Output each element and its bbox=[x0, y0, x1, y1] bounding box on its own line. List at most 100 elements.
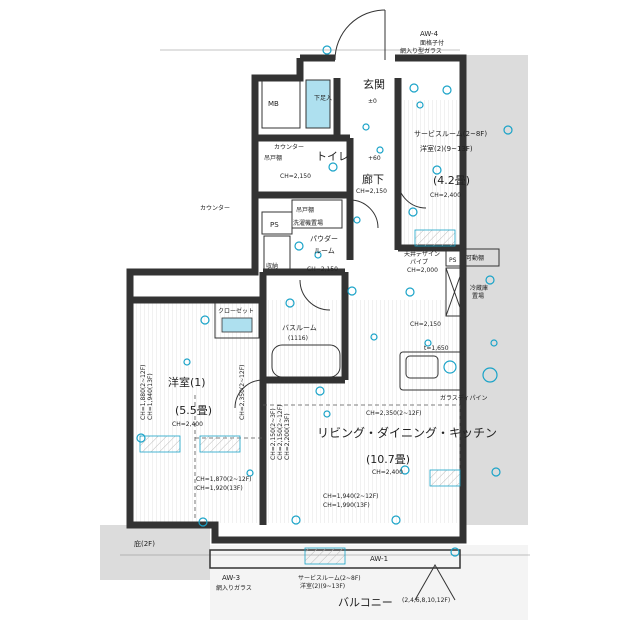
interior-lines bbox=[120, 49, 530, 601]
ldk-label: リビング・ダイニング・キッチン bbox=[317, 425, 497, 440]
ldk-tatami: (10.7畳) bbox=[366, 453, 410, 466]
aw4-window bbox=[397, 54, 461, 62]
gas-pipe-label: ガラスディパイン bbox=[440, 394, 487, 402]
movable-shelf-box bbox=[462, 248, 500, 267]
powder-ch: CH=2,150 bbox=[307, 266, 338, 273]
counter-top-label: カウンター bbox=[274, 143, 304, 151]
balcony-label: バルコニー bbox=[338, 596, 393, 609]
ps-left-label: PS bbox=[270, 221, 279, 229]
light-icon bbox=[376, 146, 384, 154]
genkan-label: 玄関 bbox=[363, 77, 385, 91]
mid-vert1: CH=2,150(2~3F) bbox=[270, 408, 277, 460]
stove-icon bbox=[443, 360, 457, 374]
closet-box bbox=[214, 302, 260, 339]
laundry-box bbox=[291, 199, 343, 229]
aw1-label: AW-1 bbox=[370, 555, 388, 563]
ldk-ch-top: CH=2,150 bbox=[410, 321, 441, 328]
mb-box bbox=[261, 77, 301, 129]
wall-left-upper bbox=[126, 58, 304, 300]
aw4-label: AW-4 bbox=[420, 30, 439, 38]
youshitsu1-ch: CH=2,400 bbox=[172, 421, 203, 428]
outlet-icon bbox=[491, 467, 501, 477]
closet-label: クローゼット bbox=[218, 307, 254, 315]
mid-vert2: CH=2,150(2~12F) bbox=[277, 404, 284, 460]
bottom-left-ch1: CH=1,870(2~12F) bbox=[196, 476, 252, 483]
outlet-icon bbox=[347, 286, 357, 296]
mb-label: MB bbox=[268, 100, 279, 108]
ps-right-label: PS bbox=[449, 257, 457, 264]
bottom-mid-ch2: CH=1,990(13F) bbox=[323, 502, 370, 509]
eaves-area bbox=[100, 525, 210, 580]
outlet-icon bbox=[291, 515, 301, 525]
entrance-door-swing bbox=[334, 9, 386, 61]
movable-shelf-label: 可動棚 bbox=[466, 254, 484, 262]
wall-outer bbox=[126, 54, 467, 544]
light-icon bbox=[432, 165, 442, 175]
outlet-icon bbox=[198, 517, 208, 527]
genkan-level: ±0 bbox=[368, 98, 377, 105]
ldk-floor bbox=[263, 300, 460, 523]
youshitsu1-label: 洋室(1) bbox=[168, 375, 206, 389]
service-note2: 洋室(2)(9~13F) bbox=[300, 582, 345, 590]
outlet-icon bbox=[200, 315, 210, 325]
youshitsu1-floor bbox=[128, 303, 263, 523]
outlet-icon bbox=[405, 287, 415, 297]
left-ch1: CH=1,880(2~12F) bbox=[140, 364, 147, 420]
room-floors bbox=[128, 100, 460, 523]
mid-vert3: CH=2,200(13F) bbox=[284, 413, 291, 460]
outlet-icon bbox=[450, 547, 460, 557]
light-icon bbox=[424, 339, 432, 347]
kitchen-sink bbox=[405, 355, 439, 379]
light-icon bbox=[183, 358, 191, 366]
ldk-ch: CH=2,400 bbox=[372, 469, 403, 476]
storage-box bbox=[263, 235, 291, 271]
light-icon bbox=[370, 333, 378, 341]
exterior-right bbox=[460, 55, 528, 525]
ldk-t: t=1,650 bbox=[424, 345, 449, 352]
hanging-shelf-label: 吊戸棚 bbox=[296, 206, 314, 214]
outlet-icon bbox=[136, 433, 146, 443]
bath-label1: バスルーム bbox=[282, 324, 317, 332]
room1-door-swing bbox=[234, 379, 264, 409]
service-room-tatami: (4.2畳) bbox=[433, 174, 470, 187]
aw3-label: AW-3 bbox=[222, 574, 240, 582]
outlet-icon bbox=[485, 275, 495, 285]
outlet-icon bbox=[315, 386, 325, 396]
bath-door-swing bbox=[299, 279, 331, 311]
toilet-label: トイレ bbox=[316, 150, 349, 163]
fridge-label2: 置場 bbox=[472, 292, 484, 300]
kitchen-counter bbox=[399, 351, 464, 391]
toilet-ch: CH=2,150 bbox=[280, 173, 311, 180]
aw4-note1: 面格子付 bbox=[420, 39, 444, 47]
equipment-icons bbox=[136, 45, 513, 557]
pipe-ch: CH=2,000 bbox=[407, 267, 438, 274]
service-room-label2: 洋室(2)(9~13F) bbox=[420, 144, 473, 153]
sensor-icon bbox=[416, 101, 424, 109]
labels: AW-4 面格子付 網入り型ガラス 玄関 ±0 MB 下足入 サービスルーム(2… bbox=[134, 30, 497, 609]
doors bbox=[234, 9, 427, 409]
light-icon bbox=[314, 251, 322, 259]
storage-label: 収納 bbox=[266, 262, 278, 270]
pipe-label1: 天井デザイン bbox=[404, 250, 440, 258]
fridge-label1: 冷蔵庫 bbox=[470, 284, 488, 292]
outlet-icon bbox=[391, 515, 401, 525]
getabako-label: 下足入 bbox=[314, 95, 332, 102]
light-icon bbox=[246, 469, 254, 477]
light-icon bbox=[328, 162, 338, 172]
service-door-swing bbox=[397, 179, 427, 209]
hisashi-label: 庇(2F) bbox=[134, 539, 155, 548]
powder-label2: ルーム bbox=[314, 247, 335, 255]
toilet-shelf: 吊戸棚 bbox=[264, 154, 282, 162]
service-room-floor bbox=[398, 100, 460, 250]
light-icon bbox=[362, 123, 370, 131]
balcony-area bbox=[210, 545, 528, 620]
youshitsu1-tatami: (5.5畳) bbox=[175, 404, 212, 417]
outlet-icon bbox=[400, 465, 410, 475]
outlet-icon bbox=[503, 125, 513, 135]
fridge-box bbox=[445, 267, 464, 317]
outlet-icon bbox=[285, 298, 295, 308]
getabako-box bbox=[305, 79, 331, 129]
outlet-icon bbox=[442, 85, 452, 95]
aw3-note: 網入りガラス bbox=[216, 584, 252, 592]
